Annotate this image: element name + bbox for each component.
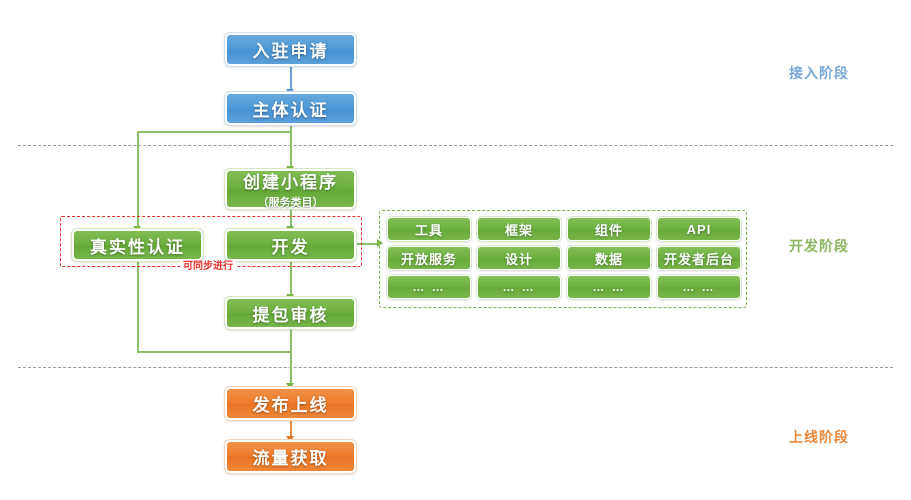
stage-label-online: 上线阶段 xyxy=(789,429,849,445)
stage-divider-bottom xyxy=(18,367,893,368)
node-develop-label: 开发 xyxy=(271,237,310,257)
node-entity-auth-label: 主体认证 xyxy=(252,101,329,120)
stage-label-access: 接入阶段 xyxy=(789,65,849,81)
branch-top-horizontal xyxy=(137,131,292,133)
capability-chip[interactable]: 组件 xyxy=(566,216,652,242)
connector-publish-to-traffic xyxy=(290,420,292,439)
capability-chip[interactable]: … … xyxy=(476,274,562,300)
connector-review-to-publish xyxy=(290,329,292,386)
connector-entity-to-create xyxy=(290,125,292,169)
capability-chip[interactable]: API xyxy=(656,216,742,242)
connector-create-to-develop xyxy=(290,209,292,229)
node-create-miniprogram[interactable]: 创建小程序 （服务类目） xyxy=(224,168,357,210)
connector-develop-to-review xyxy=(290,261,292,297)
capability-chip[interactable]: … … xyxy=(656,274,742,300)
node-publish-label: 发布上线 xyxy=(252,396,329,415)
stage-label-development: 开发阶段 xyxy=(789,238,849,254)
arrow-develop-to-grid xyxy=(377,239,383,247)
node-package-review-label: 提包审核 xyxy=(252,305,329,325)
capability-grid: 工具 框架 组件 API 开放服务 设计 数据 开发者后台 … … … … … … xyxy=(386,216,742,300)
stage-divider-top xyxy=(18,145,893,146)
capability-chip[interactable]: … … xyxy=(386,274,472,300)
node-create-miniprogram-label: 创建小程序 xyxy=(243,173,338,192)
node-traffic-label: 流量获取 xyxy=(252,449,329,468)
capability-chip[interactable]: 框架 xyxy=(476,216,562,242)
parallel-work-group xyxy=(60,216,362,267)
connector-apply-to-entity xyxy=(290,66,292,91)
arrow-review-to-publish xyxy=(286,383,294,389)
capability-chip[interactable]: 开放服务 xyxy=(386,245,472,271)
capability-grid-container: 工具 框架 组件 API 开放服务 设计 数据 开发者后台 … … … … … … xyxy=(379,210,747,308)
capability-chip[interactable]: 设计 xyxy=(476,245,562,271)
node-create-miniprogram-sublabel: （服务类目） xyxy=(257,197,324,209)
arrow-publish-to-traffic xyxy=(286,436,294,442)
node-apply-label: 入驻申请 xyxy=(252,42,329,61)
branch-bottom-horizontal xyxy=(137,351,292,353)
node-authenticity[interactable]: 真实性认证 xyxy=(71,228,204,262)
node-package-review[interactable]: 提包审核 xyxy=(224,296,357,330)
capability-chip[interactable]: 数据 xyxy=(566,245,652,271)
capability-chip[interactable]: … … xyxy=(566,274,652,300)
node-entity-auth[interactable]: 主体认证 xyxy=(224,91,357,126)
node-traffic[interactable]: 流量获取 xyxy=(224,439,357,474)
node-publish[interactable]: 发布上线 xyxy=(224,386,357,421)
connector-develop-to-grid xyxy=(353,243,379,245)
parallel-work-note: 可同步进行 xyxy=(180,261,236,273)
node-apply[interactable]: 入驻申请 xyxy=(224,32,357,67)
node-develop[interactable]: 开发 xyxy=(224,228,357,262)
node-authenticity-label: 真实性认证 xyxy=(90,237,185,257)
capability-chip[interactable]: 开发者后台 xyxy=(656,245,742,271)
capability-chip[interactable]: 工具 xyxy=(386,216,472,242)
